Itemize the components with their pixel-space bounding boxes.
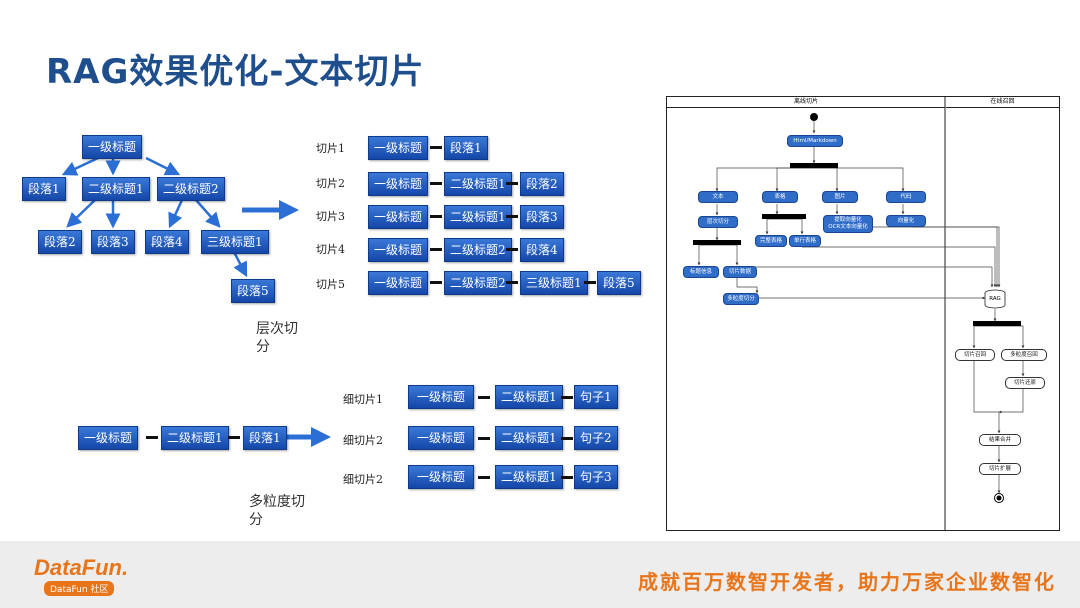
- source-item: 一级标题: [78, 426, 139, 450]
- flow-image-node: 图片: [822, 191, 858, 203]
- fine-chunk-connector: [561, 396, 573, 399]
- flow-image-vector-node: 提取向量化 OCR文本向量化: [823, 215, 873, 233]
- chunk-item: 三级标题1: [520, 271, 588, 295]
- chunk-item: 一级标题: [368, 136, 429, 160]
- chunk-item: 段落4: [520, 238, 564, 262]
- tree-paragraph-1: 段落1: [22, 177, 66, 201]
- fine-chunk-connector: [478, 437, 490, 440]
- chunk-connector: [430, 215, 442, 218]
- source-connector: [146, 436, 158, 439]
- flowchart: 离线切片 在线召回 Html/Markdown 文本 表格 图片 代码 层次切分…: [666, 96, 1060, 531]
- fine-chunk-item: 二级标题1: [495, 426, 563, 450]
- chunk-connector: [430, 182, 442, 185]
- fine-chunk-item: 句子1: [574, 385, 618, 409]
- tree-paragraph-3: 段落3: [91, 230, 135, 254]
- source-item: 段落1: [243, 426, 287, 450]
- chunk-label: 切片5: [316, 278, 345, 291]
- chunk-item: 一级标题: [368, 271, 429, 295]
- chunk-label: 切片3: [316, 210, 345, 223]
- fine-chunk-label: 细切片2: [343, 473, 383, 486]
- chunk-connector: [506, 281, 518, 284]
- chunk-label: 切片1: [316, 142, 345, 155]
- chunk-item: 段落3: [520, 205, 564, 229]
- chunk-item: 二级标题1: [444, 172, 512, 196]
- flow-code-node: 代码: [886, 191, 926, 203]
- fork-bar: [973, 321, 1021, 326]
- flow-html-node: Html/Markdown: [787, 135, 843, 147]
- flow-vectorize-node: 向量化: [886, 215, 926, 227]
- datafun-logo: DataFun.: [34, 555, 129, 580]
- footer-slogan: 成就百万数智开发者，助力万家企业数智化: [638, 570, 1056, 594]
- chunk-item: 段落2: [520, 172, 564, 196]
- chunk-connector: [506, 215, 518, 218]
- lane-offline-header: 离线切片: [667, 97, 945, 108]
- page-title: RAG效果优化-文本切片: [46, 52, 425, 92]
- chunk-connector: [506, 182, 518, 185]
- multi-granularity-caption: 多粒度切分: [249, 494, 305, 528]
- fine-chunk-connector: [561, 476, 573, 479]
- chunk-item: 一级标题: [368, 205, 429, 229]
- chunk-label: 切片4: [316, 243, 345, 256]
- fine-chunk-item: 二级标题1: [495, 465, 563, 489]
- flowchart-lines: [697, 97, 1025, 530]
- tree-heading-3: 三级标题1: [201, 230, 269, 254]
- flow-text-node: 文本: [698, 191, 738, 203]
- chunk-connector: [506, 248, 518, 251]
- flow-multi-split-node: 多粒度切分: [723, 293, 759, 305]
- flow-expand-node: 切片扩展: [979, 463, 1021, 475]
- fine-chunk-item: 二级标题1: [495, 385, 563, 409]
- chunk-item: 段落5: [597, 271, 641, 295]
- fine-chunk-item: 句子2: [574, 426, 618, 450]
- chunk-connector: [430, 248, 442, 251]
- tree-root: 一级标题: [82, 135, 143, 159]
- chunk-item: 二级标题1: [444, 205, 512, 229]
- flow-restore-node: 切片还原: [1005, 377, 1045, 389]
- flow-ocr-vector-label: OCR文本向量化: [828, 224, 868, 230]
- tree-heading-2b: 二级标题2: [157, 177, 225, 201]
- chunk-label: 切片2: [316, 177, 345, 190]
- tree-paragraph-4: 段落4: [145, 230, 189, 254]
- flow-table-node: 表格: [762, 191, 798, 203]
- chunk-connector: [430, 281, 442, 284]
- fork-bar: [693, 240, 741, 245]
- flow-merge-node: 结果合并: [979, 434, 1021, 446]
- fine-chunk-connector: [478, 476, 490, 479]
- chunk-item: 二级标题2: [444, 271, 512, 295]
- fine-chunk-label: 细切片2: [343, 434, 383, 447]
- fine-chunk-item: 句子3: [574, 465, 618, 489]
- chunk-item: 一级标题: [368, 172, 429, 196]
- tree-heading-2a: 二级标题1: [82, 177, 150, 201]
- hierarchical-caption: 层次切分: [256, 321, 298, 355]
- flow-row-table-node: 单行表格: [789, 235, 821, 247]
- fine-chunk-item: 一级标题: [408, 385, 474, 409]
- source-connector: [228, 436, 240, 439]
- source-item: 二级标题1: [161, 426, 229, 450]
- fine-chunk-connector: [561, 437, 573, 440]
- flow-image-vector-label: 提取向量化: [834, 217, 862, 223]
- flow-multi-recall-node: 多粒度召回: [1001, 349, 1047, 361]
- tree-paragraph-5: 段落5: [231, 279, 275, 303]
- flow-rag-label: RAG: [989, 296, 1001, 302]
- fork-bar: [762, 214, 806, 219]
- chunk-item: 段落1: [444, 136, 488, 160]
- chunk-item: 二级标题2: [444, 238, 512, 262]
- flow-recall-node: 切片召回: [955, 349, 995, 361]
- lane-online-header: 在线召回: [946, 97, 1059, 108]
- chunk-item: 一级标题: [368, 238, 429, 262]
- tree-paragraph-2: 段落2: [38, 230, 82, 254]
- fork-bar: [790, 163, 838, 168]
- fine-chunk-item: 一级标题: [408, 465, 474, 489]
- chunk-connector: [430, 146, 442, 149]
- footer-bar: DataFun. DataFun 社区 成就百万数智开发者，助力万家企业数智化: [0, 541, 1080, 608]
- community-badge: DataFun 社区: [44, 581, 115, 596]
- fine-chunk-connector: [478, 396, 490, 399]
- flow-hier-split-node: 层次切分: [698, 216, 738, 228]
- fine-chunk-label: 细切片1: [343, 393, 383, 406]
- flow-chunk-data-node: 切片数据: [723, 266, 757, 278]
- fine-chunk-item: 一级标题: [408, 426, 474, 450]
- flow-title-info-node: 标题信息: [683, 266, 719, 278]
- chunk-connector: [584, 281, 596, 284]
- flow-full-table-node: 完整表格: [755, 235, 787, 247]
